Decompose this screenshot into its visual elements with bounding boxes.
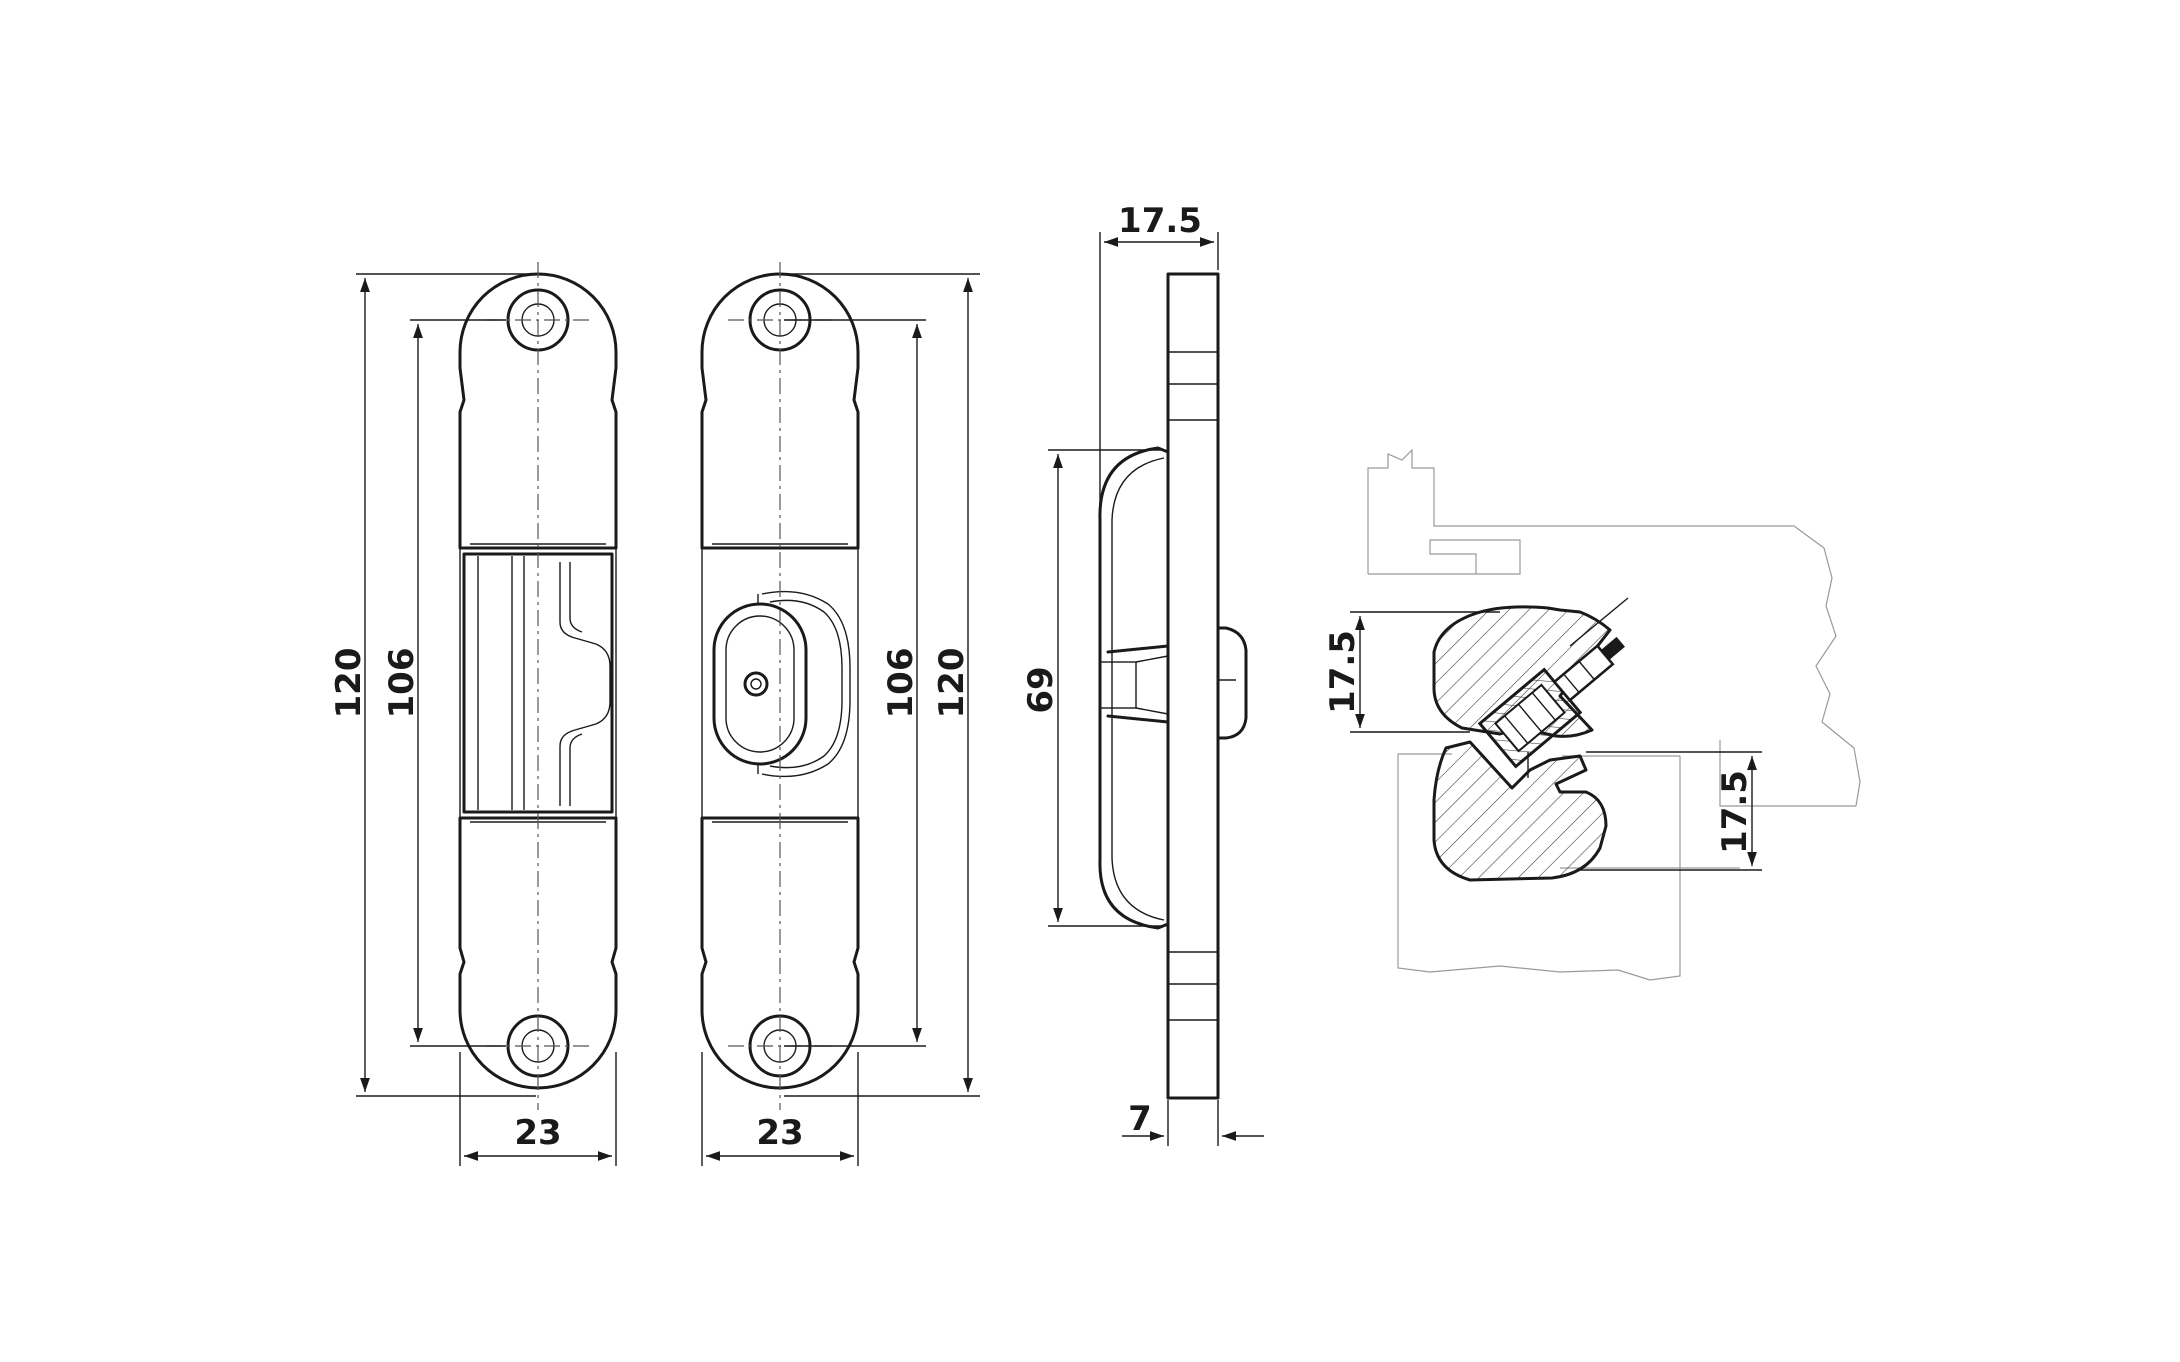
dim-front-left-height-outer: 120	[329, 648, 369, 719]
dim-side-flange: 7	[1128, 1099, 1152, 1139]
dim-section-upper-depth: 17.5	[1323, 630, 1363, 714]
section-view	[1360, 448, 1861, 981]
section-mechanism	[1477, 636, 1625, 769]
side-body	[1098, 446, 1170, 930]
dimension-lines-right	[701, 273, 980, 1166]
dim-section-lower-depth: 17.5	[1715, 770, 1755, 854]
dim-front-left-height-inner: 106	[382, 648, 422, 719]
front-view-left	[458, 262, 618, 1110]
hinge-plate-outline	[458, 272, 618, 550]
dim-front-right-height-inner: 106	[881, 648, 921, 719]
front-view-right	[700, 262, 860, 1110]
dim-side-body-height: 69	[1021, 666, 1061, 713]
side-view	[1098, 272, 1248, 1100]
section-lower-body	[1432, 740, 1608, 882]
dim-front-left-width: 23	[514, 1113, 561, 1153]
dimension-lines-left	[356, 273, 617, 1166]
dim-front-right-height-outer: 120	[932, 648, 972, 719]
adjustment-screw-icon	[743, 671, 769, 697]
dimension-lines-side	[1048, 232, 1264, 1146]
dimension-lines-section	[1350, 611, 1762, 871]
side-stop	[1216, 626, 1248, 740]
side-flange	[1166, 272, 1220, 1100]
frame-outline	[1367, 448, 1861, 807]
dim-front-right-width: 23	[756, 1113, 803, 1153]
adjustment-slot	[712, 602, 808, 766]
dim-side-depth: 17.5	[1118, 201, 1202, 241]
door-outline	[1397, 754, 1681, 981]
